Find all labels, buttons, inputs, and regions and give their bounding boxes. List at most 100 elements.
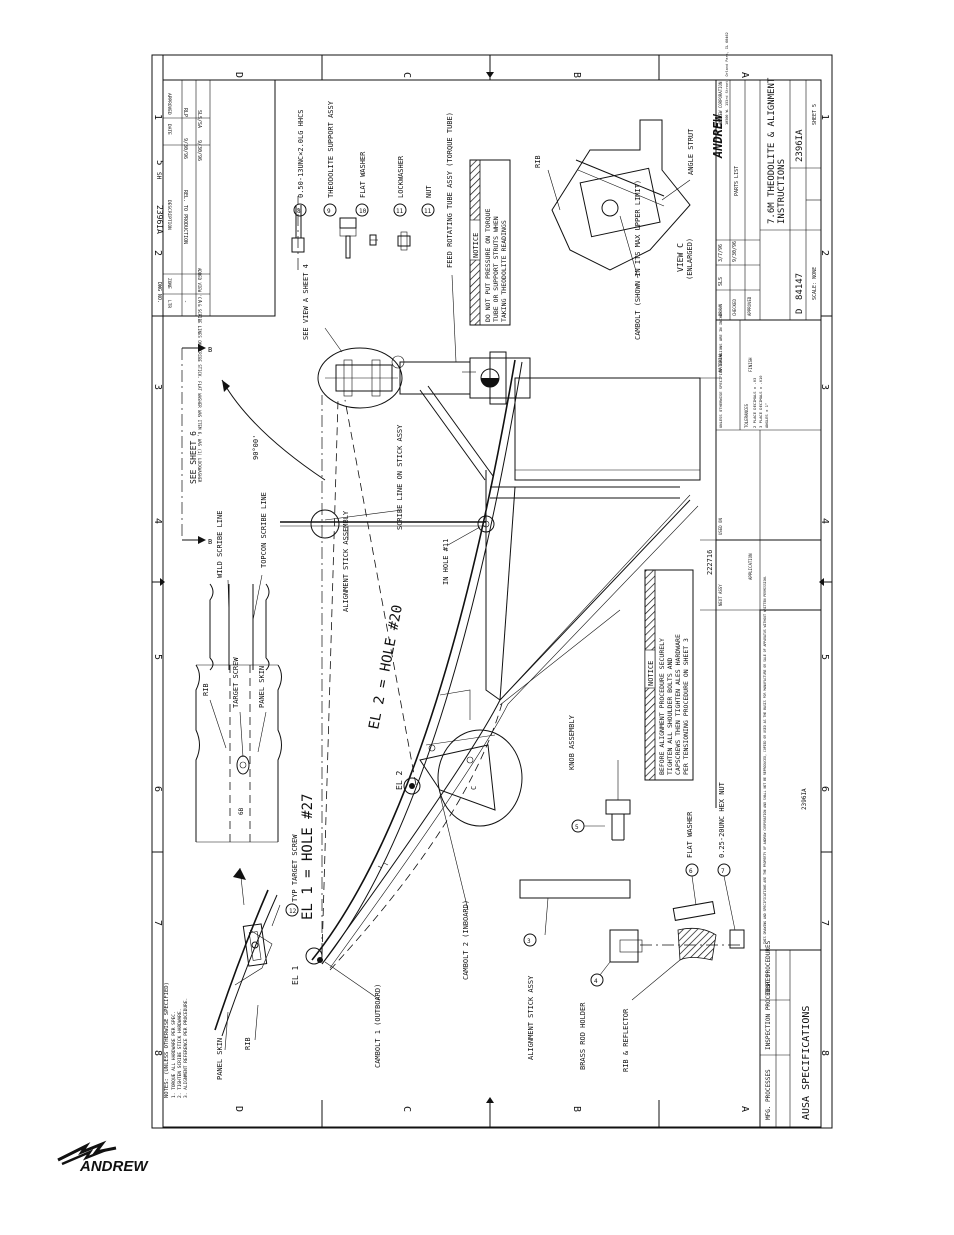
title-block-next-assy: NEXT ASSY [718, 584, 723, 606]
zone-letters: D C B A D C B A [233, 72, 750, 1112]
title-block-corp: ANDREW CORPORATION [718, 81, 723, 125]
title-block-cage: 84147 [795, 273, 805, 300]
callout-8: 8 [297, 208, 301, 215]
rev-row2-desc: ADDED VIEW 'C' & SCRIBE LINES ON SCRIBE … [197, 268, 202, 483]
title-block-drawn: DRAWN [718, 303, 723, 316]
theodolite-support-label: THEODOLITE SUPPORT ASSY [327, 100, 335, 198]
rev-row2-ltr: A [196, 300, 202, 303]
detail-c-circle [437, 729, 523, 827]
el1-tag: EL 1 [291, 966, 300, 985]
rev-drawing-no: 2396IA [155, 205, 164, 234]
in-hole-label: IN HOLE #11 [442, 539, 450, 585]
title-block-parts-list: PARTS LIST [734, 166, 740, 196]
zone-ticks [152, 55, 832, 1128]
hardware-parts: 3 ALIGNMENT STICK ASSY 4 BRASS ROD HOLDE… [519, 714, 745, 1072]
notice-2-line-3: CAPSCREWS THEN TIGHTEN ALES HARDWARE [674, 634, 682, 775]
alignment-stick-assembly-label: ALIGNMENT STICK ASSEMBLY [342, 510, 350, 612]
notice-1-line-3: TAKING THEODOLITE READINGS [500, 220, 508, 322]
notice-2: NOTICE BEFORE ALIGNMENT PROCEDURE SECURE… [644, 569, 694, 781]
brass-rod-holder-label: BRASS ROD HOLDER [579, 1002, 587, 1070]
title-block-sheet: SHEET 5 [812, 104, 818, 125]
zone-letter-c-top: C [401, 72, 412, 78]
title-block-tolerances: TOLERANCES [744, 403, 749, 428]
callout-4: 4 [594, 978, 598, 985]
title-block-date-1: 3/7/96 [718, 244, 724, 262]
feed-tube [399, 361, 471, 395]
title-block-tol-note: UNLESS OTHERWISE SPECIFIED DIMENSIONS AR… [718, 311, 723, 428]
proc-col-inspection: INSPECTION PROCEDURES [765, 974, 772, 1050]
title-block-spec: AUSA SPECIFICATIONS [801, 1006, 812, 1120]
notes-line-1: 1. TORQUE ALL HARDWARE PER SPEC. [171, 1011, 177, 1098]
cambolt-1-label: CAMBOLT 1 (OUTBOARD) [374, 984, 382, 1068]
theodolite-hardware: 8 0.50-13UNC×2.0LG HHCS 9 THEODOLITE SUP… [291, 100, 435, 270]
title-block-date-2: 9/30/96 [732, 241, 738, 262]
callout-11b: 11 [424, 208, 432, 215]
nut-label: NUT [425, 185, 433, 198]
view-c-detail: CAMBOLT (SHOWN IN ITS MAX UPPER LIMIT) V… [534, 119, 695, 340]
zone-number-3-right: 3 [819, 384, 830, 390]
hex-nut-label: 0.25-20UNC HEX NUT [718, 781, 726, 858]
zone-numbers: 8 7 6 5 4 3 2 1 8 7 6 5 4 3 2 1 [152, 114, 830, 1056]
notice-2-line-1: BEFORE ALIGNMENT PROCEDURE SECURELY [658, 638, 666, 775]
main-labels: SCRIBE LINE ON STICK ASSY ALIGNMENT STIC… [291, 112, 481, 1068]
revision-block: LTR ZONE DESCRIPTION DATE APPROVED DWG N… [154, 79, 276, 483]
notice-1: NOTICE DO NOT PUT PRESSURE ON TORQUE TUB… [469, 159, 511, 326]
zone-number-6-left: 6 [152, 786, 163, 792]
rev-row1-desc: REL. TO PRODUCTION [182, 190, 188, 244]
rev-col-desc: DESCRIPTION [166, 200, 172, 230]
hub-box [514, 377, 701, 481]
topcon-scribe-line-label: TOPCON SCRIBE LINE [260, 492, 268, 568]
rev-row1-ltr: - [182, 300, 188, 303]
callout-10: 10 [359, 208, 367, 215]
el2-hole-label: EL 2 = HOLE #20 [366, 604, 406, 731]
rev-row1-approved: RLP [182, 108, 188, 117]
zone-number-7-right: 7 [819, 920, 830, 926]
title-block-legal: THIS DRAWING AND SPECIFICATIONS ARE THE … [763, 575, 767, 944]
title-block-used-on: USED ON [718, 518, 723, 535]
title-block-address: 10500 W. 153rd Street, Orland Park, IL 6… [725, 32, 729, 125]
notes-title: NOTES: (UNLESS OTHERWISE SPECIFIED) [164, 982, 170, 1098]
title-block-title-2: INSTRUCTIONS [777, 159, 787, 224]
zone-number-7-left: 7 [152, 920, 163, 926]
zone-number-1-right: 1 [819, 114, 830, 120]
title-block-title-1: 7.6M THEODOLITE & ALIGNMENT [767, 77, 777, 224]
rev-col-date: DATE [166, 124, 172, 135]
proc-col-test: TEST PROCEDURES [765, 940, 772, 995]
andrew-logo-text: ANDREW [79, 1158, 149, 1174]
notes-line-3: 3. ALIGNMENT REFERENCE PER PROCEDURE. [183, 998, 189, 1098]
notice-2-line-2: TIGHTEN ALL SHOULDER BOLTS AND [666, 658, 674, 775]
callout-7: 7 [721, 868, 725, 875]
rev-sheet-label: SH [155, 172, 162, 180]
callout-9: 9 [327, 208, 331, 215]
target-screw-label: TARGET SCREW [232, 657, 240, 708]
inner-border [162, 79, 822, 1128]
title-block-company: ANDREW [711, 113, 725, 159]
view-a-circle [317, 347, 403, 409]
see-sheet-6-label: SEE SHEET 6 [189, 431, 198, 484]
see-view-a-label: SEE VIEW A SHEET 4 [302, 264, 310, 340]
zone-number-8-right: 8 [819, 1050, 830, 1056]
title-block-drawn-by: SLS [718, 277, 724, 286]
notice-2-line-4: PER TENSIONING PROCEDURE ON SHEET 3 [682, 638, 690, 775]
zone-number-4-right: 4 [819, 518, 830, 524]
rev-col-ltr: LTR [166, 300, 172, 308]
panel-skin-detail-label: PANEL SKIN [258, 666, 266, 708]
zone-letter-a-bottom: A [739, 1106, 750, 1112]
zone-number-6-right: 6 [819, 786, 830, 792]
flat-washer-label: FLAT WASHER [686, 811, 694, 858]
notice-1-line-2: TUBE OR SUPPORT STRUTS WHEN [492, 216, 500, 322]
alignment-stick-bar [519, 879, 631, 899]
zone-letter-d-bottom: D [233, 1106, 244, 1112]
rib-label: RIB [244, 1037, 252, 1050]
proc-col-mfg: MFG. PROCESSES [765, 1069, 772, 1120]
title-block-bottom-num: 2396IA [801, 788, 808, 810]
section-b-top: B [208, 346, 212, 354]
zone-letter-b-top: B [571, 72, 582, 78]
title-block-material: MATERIAL [718, 352, 723, 372]
rib-detail-label: RIB [202, 683, 210, 696]
notes-block: NOTES: (UNLESS OTHERWISE SPECIFIED) 1. T… [164, 982, 189, 1098]
rev-sheet-no: 5 [154, 160, 164, 165]
zone-number-3-left: 3 [152, 384, 163, 390]
title-block-size: D [795, 309, 805, 314]
callout-12-circle [285, 903, 299, 917]
